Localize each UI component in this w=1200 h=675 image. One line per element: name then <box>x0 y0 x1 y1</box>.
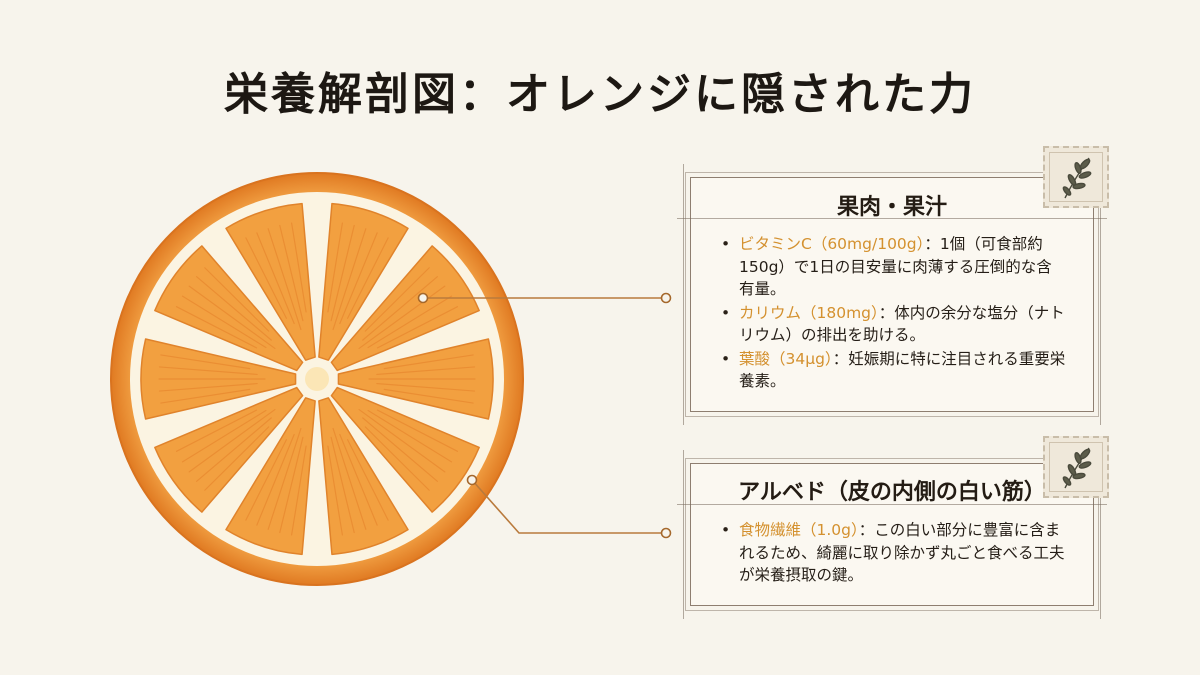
pulp-vesicle <box>376 382 476 392</box>
card-rule <box>677 218 1107 219</box>
pulp-vesicle <box>245 439 287 521</box>
nutrient-item-potassium: カリウム（180mg）：体内の余分な塩分（ナトリウム）の排出を助ける。 <box>721 302 1067 347</box>
nutrient-list: 食物繊維（1.0g）：この白い部分に豊富に含まれるため、綺麗に取り除かず丸ごと食… <box>721 519 1067 588</box>
orange-segment <box>330 245 480 372</box>
pulp-vesicle <box>364 267 430 332</box>
pulp-vesicle <box>332 427 367 530</box>
nutrient-item-folate: 葉酸（34μg）：妊娠期に特に注目される重要栄養素。 <box>721 348 1067 393</box>
pulp-vesicle <box>245 237 287 319</box>
orange-segment <box>330 386 480 513</box>
pulp-vesicle <box>204 267 270 332</box>
pulp-vesicle <box>196 276 272 341</box>
card-heading: 果肉・果汁 <box>836 195 947 220</box>
pulp-vesicle <box>367 295 453 349</box>
pulp-vesicle <box>347 237 389 319</box>
pulp-vesicle <box>279 224 304 322</box>
pulp-vesicle <box>339 232 378 325</box>
card-rule <box>683 450 684 619</box>
pulp-vesicle <box>188 285 276 350</box>
pulp-vesicle <box>347 439 389 521</box>
pulp-vesicle <box>376 366 476 376</box>
pulp-vesicle <box>362 417 438 482</box>
pulp-vesicle <box>383 354 474 370</box>
card-heading: アルベド（皮の内側の白い筋） <box>738 480 1046 505</box>
pulp-vesicle <box>362 276 438 341</box>
pulp-vesicle <box>267 228 302 331</box>
pulp-vesicle <box>181 409 267 463</box>
pulp-vesicle <box>339 433 378 526</box>
nutrient-item-dietary-fiber: 食物繊維（1.0g）：この白い部分に豊富に含まれるため、綺麗に取り除かず丸ごと食… <box>721 519 1067 587</box>
pulp-vesicle <box>160 354 251 370</box>
nutrient-list: ビタミンC（60mg/100g）：1個（可食部約150g）で1日の目安量に肉薄す… <box>721 233 1067 394</box>
info-card-albedo: アルベド（皮の内側の白い筋） 食物繊維（1.0g）：この白い部分に豊富に含まれる… <box>677 436 1109 619</box>
pulp-vesicle <box>327 222 343 313</box>
pulp-vesicle <box>291 222 307 313</box>
pulp-vesicle <box>175 409 258 452</box>
pulp-vesicle <box>175 306 258 349</box>
pulp-vesicle <box>327 445 343 536</box>
orange-cross-section-illustration <box>110 172 524 586</box>
info-card-pulp-juice: 果肉・果汁 ビタミンC（60mg/100g）：1個（可食部約150g）で1日の目… <box>677 146 1109 425</box>
pulp-vesicle <box>330 436 355 534</box>
pulp-vesicle <box>358 285 446 350</box>
nutrient-item-vitamin-c: ビタミンC（60mg/100g）：1個（可食部約150g）で1日の目安量に肉薄す… <box>721 233 1067 301</box>
pulp-vesicle <box>158 366 258 376</box>
connector-dot-albedo-end <box>660 527 672 539</box>
card-rule <box>683 164 684 425</box>
card-rule <box>1100 450 1101 619</box>
card-rule <box>677 504 1107 505</box>
card-rule <box>1100 164 1101 425</box>
leaf-sprig-icon <box>1043 436 1109 498</box>
pulp-vesicle <box>358 408 446 473</box>
pulp-vesicle <box>267 427 302 530</box>
connector-dot-pulp-end <box>660 292 672 304</box>
orange-core <box>305 367 329 391</box>
pulp-vesicle <box>364 426 430 491</box>
orange-segments <box>140 202 494 556</box>
pulp-vesicle <box>181 295 267 349</box>
pulp-vesicle <box>279 436 304 534</box>
orange-segment <box>154 245 304 372</box>
pulp-vesicle <box>367 409 453 463</box>
pulp-vesicle <box>291 445 307 536</box>
pulp-vesicle <box>160 388 251 404</box>
orange-segment <box>154 386 304 513</box>
page-title: 栄養解剖図：オレンジに隠された力 <box>224 69 976 120</box>
pulp-vesicle <box>204 426 270 491</box>
pulp-vesicle <box>376 306 459 349</box>
pulp-vesicle <box>158 382 258 392</box>
pulp-vesicle <box>330 224 355 322</box>
pulp-vesicle <box>332 228 367 331</box>
pulp-vesicle <box>256 232 295 325</box>
pulp-vesicle <box>376 409 459 452</box>
pulp-vesicle <box>196 417 272 482</box>
pulp-vesicle <box>383 388 474 404</box>
pulp-vesicle <box>256 433 295 526</box>
pulp-vesicle <box>188 408 276 473</box>
leaf-sprig-icon <box>1043 146 1109 208</box>
